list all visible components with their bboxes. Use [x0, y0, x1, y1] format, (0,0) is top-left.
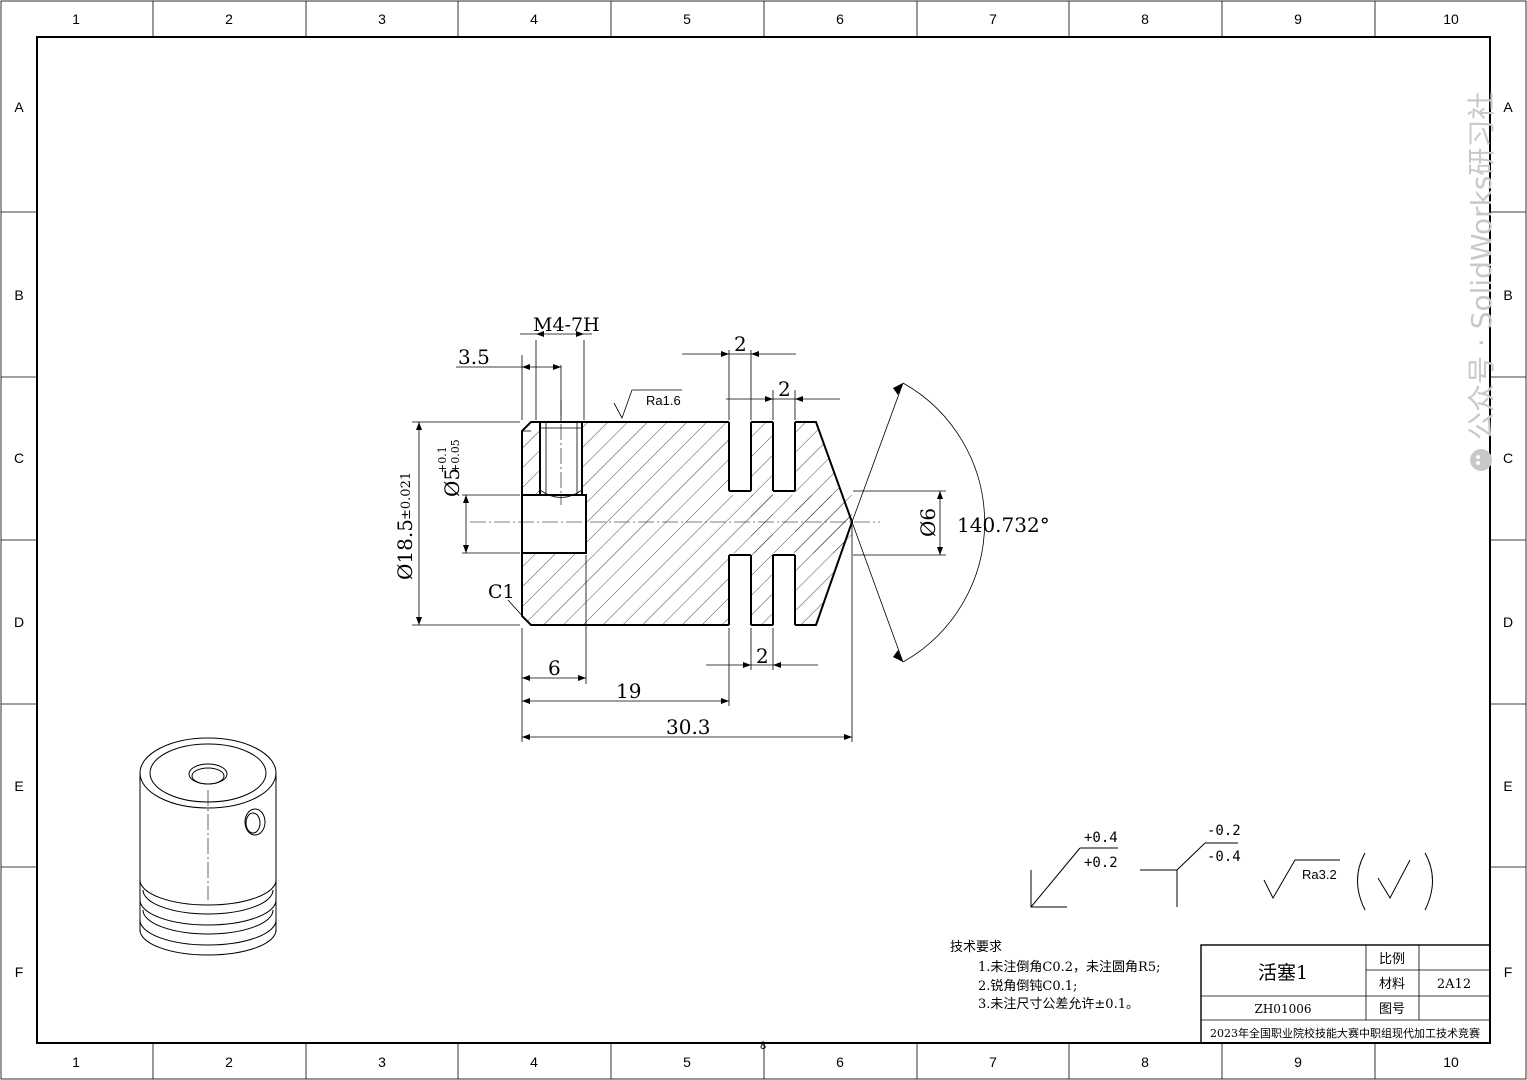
zone-column-labels-bottom: 1 2 3 4 5 6 7 8 9 10 — [72, 1054, 1459, 1070]
drawing-no-label: 图号 — [1379, 1002, 1405, 1017]
len-6-label: 6 — [548, 656, 561, 680]
hole-offset-label: 3.5 — [458, 345, 490, 369]
zone-column-label: 9 — [1294, 1054, 1302, 1070]
groove-width-top-label: 2 — [734, 332, 747, 356]
zone-column-label: 7 — [989, 1054, 997, 1070]
zone-column-label: 1 — [72, 11, 80, 27]
general-roughness: Ra3.2 — [1302, 867, 1337, 882]
roughness-top-label: Ra1.6 — [646, 393, 681, 408]
thread-label: M4-7H — [533, 314, 600, 336]
tol2-lower: -0.4 — [1207, 849, 1241, 865]
zone-row-label: B — [1503, 287, 1512, 303]
zone-column-label: 4 — [530, 11, 538, 27]
section-view — [470, 400, 880, 626]
main-diameter-label: Ø18.5 — [393, 519, 417, 580]
title-block: 活塞1 比例 材料 2A12 图号 ZH01006 2023年全国职业院校技能大… — [1200, 944, 1491, 1044]
tol2-upper: -0.2 — [1207, 823, 1241, 839]
isometric-view — [139, 737, 277, 956]
competition-name: 2023年全国职业院校技能大赛中职组现代加工技术竞赛 — [1210, 1026, 1480, 1040]
tech-req-title: 技术要求 — [950, 940, 1002, 955]
chamfer-label: C1 — [488, 581, 515, 603]
zone-row-label: F — [1504, 964, 1513, 980]
zone-column-label: 8 — [1141, 11, 1149, 27]
zone-column-label: 8 — [1141, 1054, 1149, 1070]
scale-label: 比例 — [1379, 952, 1405, 967]
small-bore-tol-upper: +0.1 — [436, 446, 449, 473]
zone-row-label: D — [1503, 614, 1513, 630]
tech-req-item: 1.未注倒角C0.2，未注圆角R5; — [978, 960, 1160, 975]
len-total-label: 30.3 — [666, 715, 711, 739]
watermark: 公众号 · SolidWorks研习社 — [1465, 92, 1498, 471]
zone-column-label: 10 — [1443, 11, 1459, 27]
bottom-center-mark: 8 — [760, 1040, 766, 1052]
zone-row-label: B — [14, 287, 23, 303]
len-19-label: 19 — [616, 679, 641, 703]
zone-row-labels-right: A B C D E F — [1503, 99, 1513, 980]
section-outline — [521, 421, 854, 626]
dimensions — [412, 333, 985, 742]
zone-column-label: 9 — [1294, 11, 1302, 27]
tip-diameter-label: Ø6 — [916, 508, 940, 537]
zone-column-label: 6 — [836, 1054, 844, 1070]
zone-row-label: A — [14, 99, 24, 115]
tol1-upper: +0.4 — [1084, 830, 1118, 846]
part-name: 活塞1 — [1258, 962, 1308, 984]
main-diameter-tol: ±0.021 — [399, 472, 414, 520]
cone-angle-label: 140.732° — [957, 513, 1050, 537]
zone-column-labels-top: 1 2 3 4 5 6 7 8 9 10 — [72, 11, 1459, 27]
zone-column-label: 1 — [72, 1054, 80, 1070]
zone-row-label: A — [1503, 99, 1513, 115]
zone-column-label: 3 — [378, 11, 386, 27]
watermark-text: 公众号 · SolidWorks研习社 — [1465, 92, 1498, 440]
zone-column-label: 5 — [683, 11, 691, 27]
small-bore-label: Ø5 — [440, 468, 464, 497]
section-hatching — [522, 422, 852, 625]
material-label: 材料 — [1379, 977, 1405, 992]
drawing-code: ZH01006 — [1255, 1002, 1312, 1016]
zone-row-label: D — [14, 614, 24, 630]
tech-req-item: 2.锐角倒钝C0.1; — [978, 979, 1077, 994]
zone-column-label: 2 — [225, 1054, 233, 1070]
zone-row-label: E — [1503, 778, 1512, 794]
tech-requirements: 技术要求 1.未注倒角C0.2，未注圆角R5; 2.锐角倒钝C0.1; 3.未注… — [950, 940, 1160, 1012]
zone-column-label: 4 — [530, 1054, 538, 1070]
groove-width-bottom-label: 2 — [756, 644, 769, 668]
zone-column-label: 5 — [683, 1054, 691, 1070]
small-bore-tol-lower: +0.05 — [449, 439, 462, 473]
zone-row-label: E — [14, 778, 23, 794]
zone-row-label: C — [1503, 450, 1513, 466]
zone-column-label: 6 — [836, 11, 844, 27]
zone-column-label: 7 — [989, 11, 997, 27]
wechat-icon — [1470, 449, 1492, 471]
tech-req-item: 3.未注尺寸公差允许±0.1。 — [978, 996, 1139, 1012]
groove-gap-top-label: 2 — [778, 377, 791, 401]
tol1-lower: +0.2 — [1084, 855, 1118, 871]
zone-column-label: 2 — [225, 11, 233, 27]
dimension-labels: M4-7H 3.5 2 2 Ra1.6 Ø18.5 ±0.021 Ø5 +0.1… — [393, 314, 1050, 739]
zone-row-labels-left: A B C D E F — [14, 99, 24, 980]
material-value: 2A12 — [1437, 977, 1471, 992]
zone-column-label: 10 — [1443, 1054, 1459, 1070]
zone-column-label: 3 — [378, 1054, 386, 1070]
tolerance-notes: +0.4 +0.2 -0.2 -0.4 Ra3.2 — [1030, 823, 1433, 911]
dimension-arrows — [416, 331, 943, 740]
zone-row-label: F — [15, 964, 24, 980]
zone-row-label: C — [14, 450, 24, 466]
